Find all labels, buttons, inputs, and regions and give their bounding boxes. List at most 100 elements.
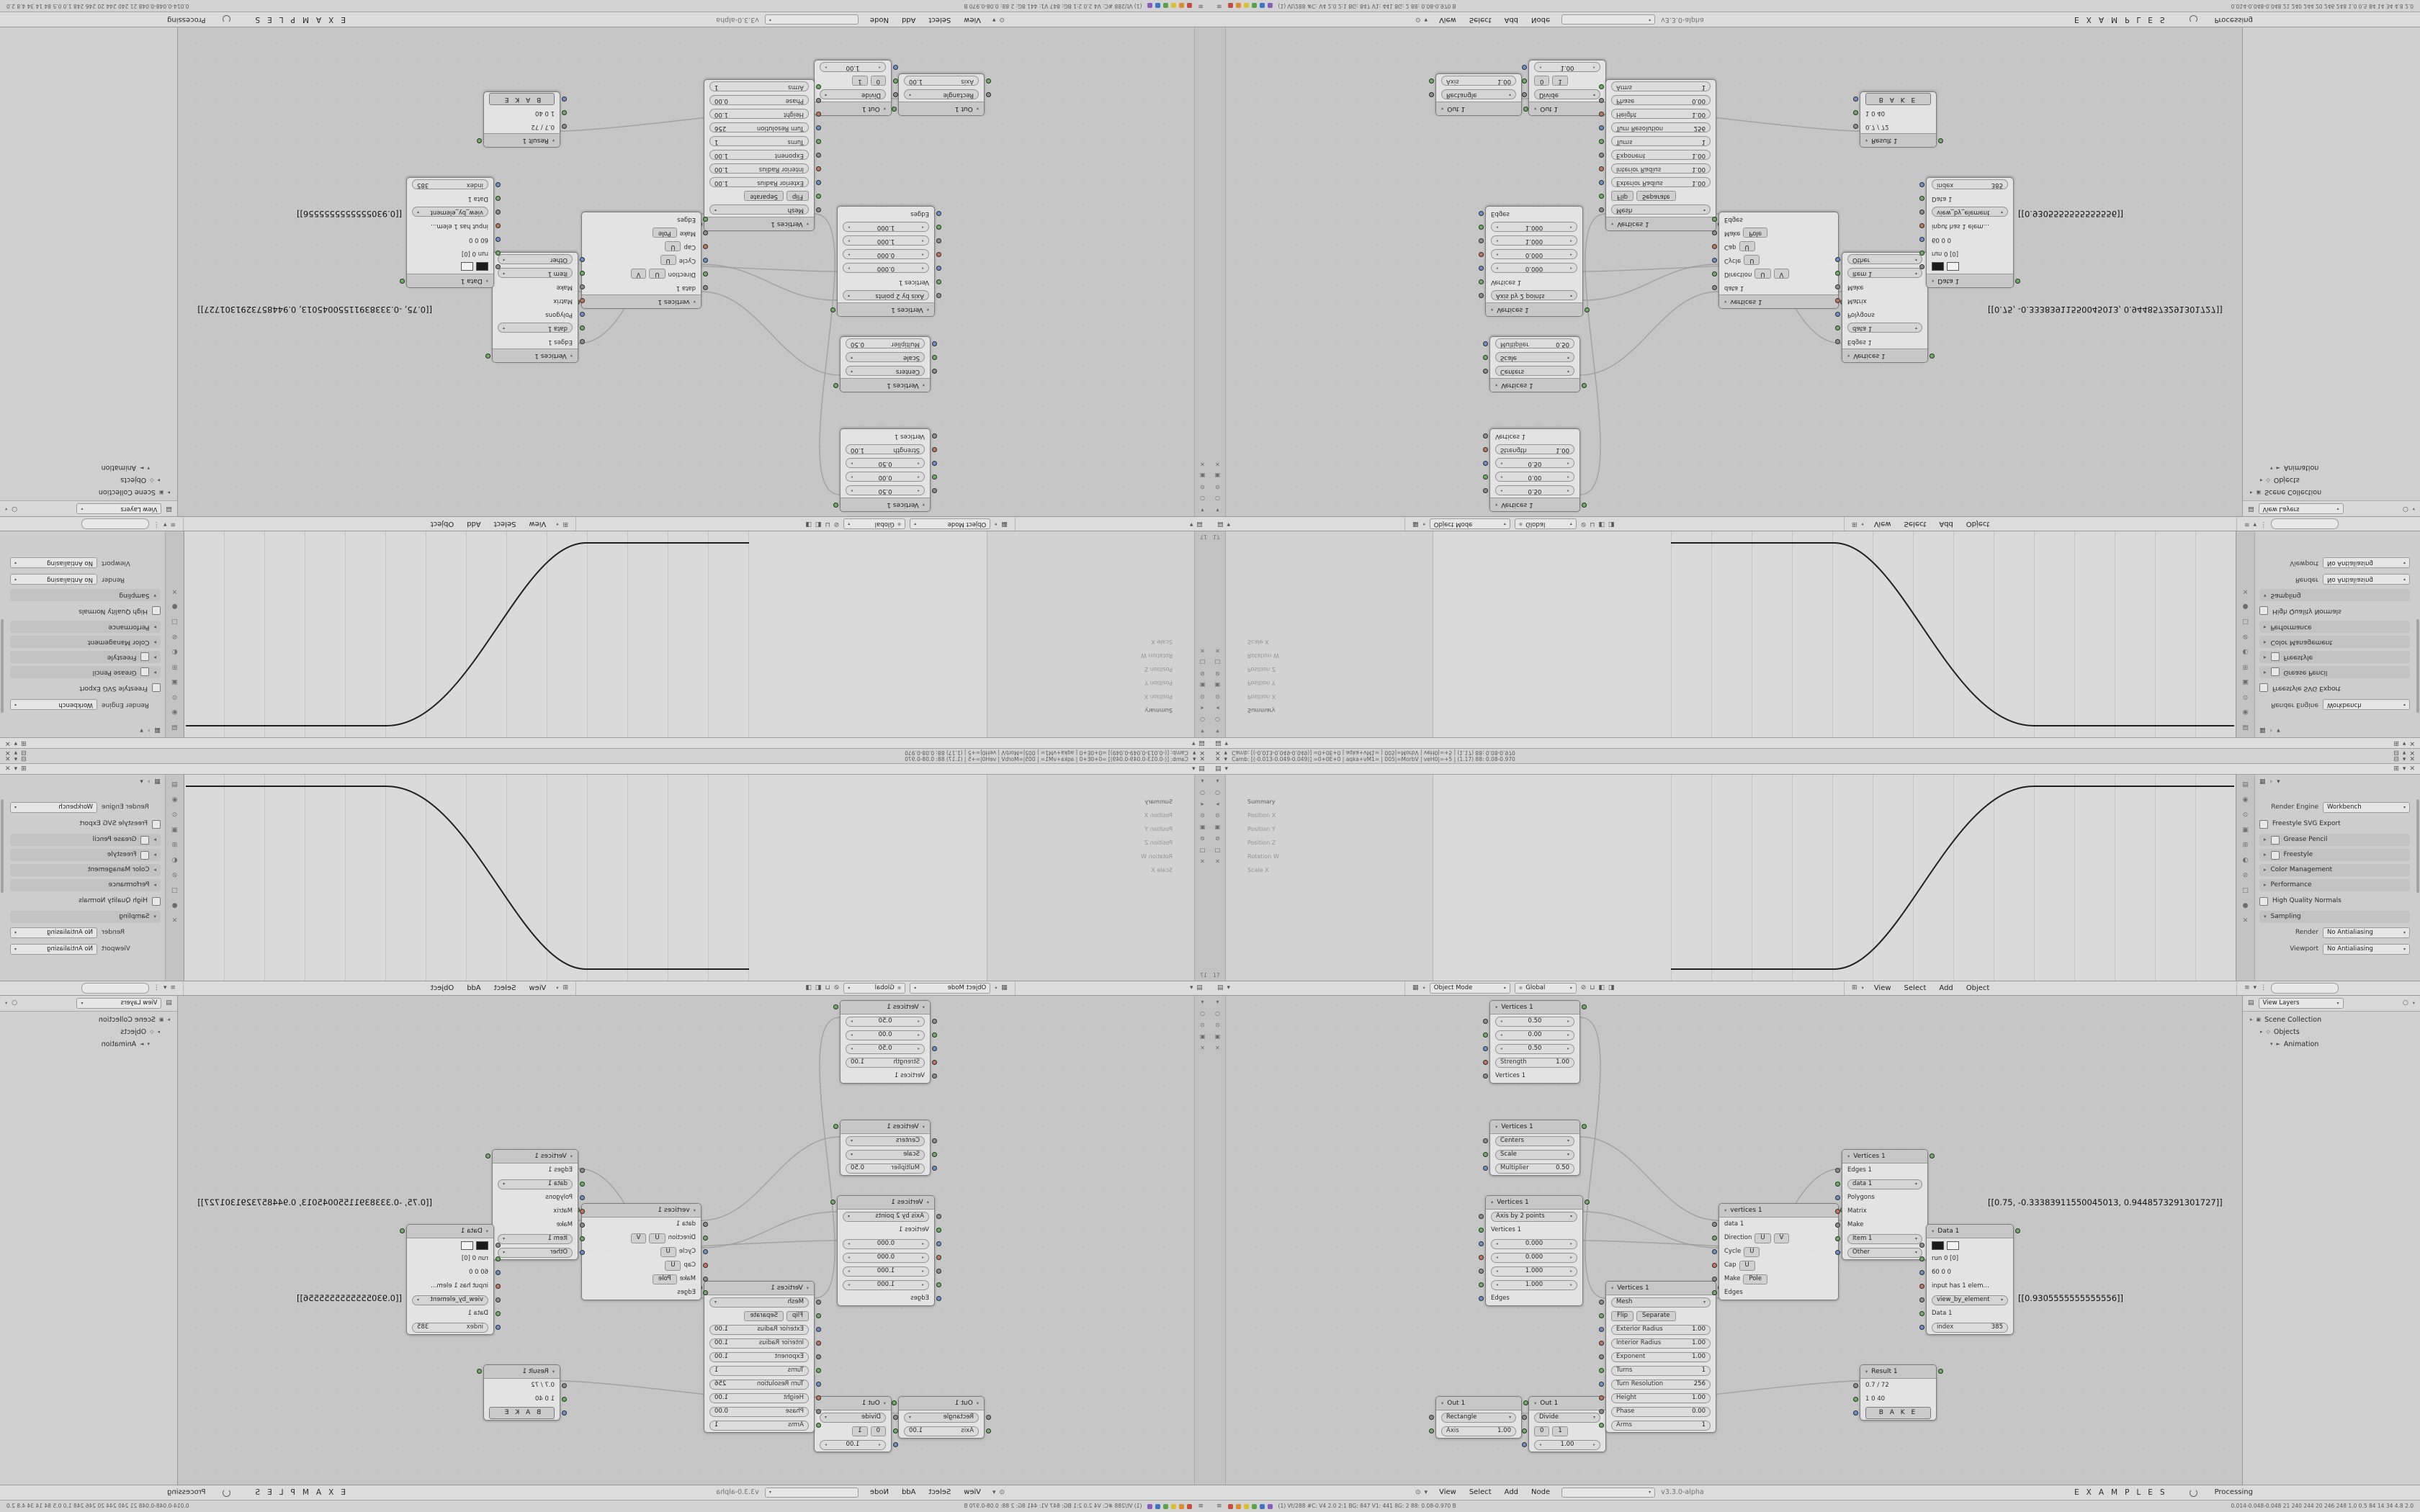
toggle-button[interactable]: Separate xyxy=(1636,191,1676,202)
snap-icon[interactable]: ⊘ xyxy=(1580,521,1587,528)
socket-output-icon[interactable] xyxy=(477,138,482,143)
socket-output-icon[interactable] xyxy=(830,307,835,312)
socket-input-icon[interactable] xyxy=(1479,266,1484,271)
icon[interactable]: ⊞ xyxy=(2393,739,2399,747)
socket-input-icon[interactable] xyxy=(703,285,708,290)
node-header[interactable]: ▾Vertices 1 xyxy=(1490,498,1587,511)
prop-row-sampling[interactable]: ▾Sampling xyxy=(10,589,161,601)
node-dropdown[interactable]: view_by_element▾ xyxy=(412,1295,488,1305)
tool-icon[interactable]: □ xyxy=(1214,847,1221,853)
scrollbar[interactable] xyxy=(1,619,4,713)
toggle-button[interactable]: U xyxy=(649,1233,666,1243)
toggle-button[interactable]: U xyxy=(1739,241,1755,252)
tool-icon[interactable]: □ xyxy=(1199,659,1206,665)
tool-icon[interactable]: ○ xyxy=(1215,716,1220,723)
node-header[interactable]: ▾Vertices 1 xyxy=(1486,1196,1590,1210)
tool-icon[interactable]: ⊙ xyxy=(1200,693,1205,700)
outliner-row-objects[interactable]: ▸◇Objects xyxy=(0,1026,177,1038)
node-dropdown[interactable]: Other▾ xyxy=(1847,1247,1922,1258)
properties-tab-icon[interactable]: ⊙ xyxy=(2242,693,2249,701)
prop-row-sampling[interactable]: ▾Sampling xyxy=(10,911,161,923)
decrement-icon[interactable]: ◂ xyxy=(921,1241,924,1246)
increment-icon[interactable]: ▸ xyxy=(851,474,853,480)
socket-input-icon[interactable] xyxy=(562,1397,567,1402)
node-dropdown[interactable]: Divide▾ xyxy=(1534,89,1600,100)
socket-output-icon[interactable] xyxy=(400,279,405,284)
socket-input-icon[interactable] xyxy=(1429,78,1434,84)
socket-input-icon[interactable] xyxy=(1483,355,1488,360)
menu-add[interactable]: Add xyxy=(1504,16,1519,24)
socket-input-icon[interactable] xyxy=(703,217,708,222)
socket-input-icon[interactable] xyxy=(932,355,937,360)
socket-input-icon[interactable] xyxy=(1599,1368,1604,1373)
swatch-light[interactable] xyxy=(461,1241,473,1250)
collapse-icon[interactable]: ▾ xyxy=(1865,138,1868,144)
node-number-field[interactable]: ◂0.000▸ xyxy=(1491,1252,1577,1263)
decrement-icon[interactable]: ◂ xyxy=(921,1268,924,1274)
properties-tab-icon[interactable]: ⊘ xyxy=(2242,872,2249,879)
swatch-light[interactable] xyxy=(461,262,473,271)
node-number-field[interactable]: ◂0.000▸ xyxy=(1491,1238,1577,1249)
checkbox[interactable] xyxy=(2270,652,2280,662)
chevron-down-icon[interactable]: ▾ xyxy=(1861,521,1864,527)
socket-input-icon[interactable] xyxy=(580,1209,585,1214)
properties-tab-icon[interactable]: ⊞ xyxy=(2242,663,2249,670)
increment-icon[interactable]: ▸ xyxy=(848,252,851,258)
graph-channel[interactable]: Position X xyxy=(1144,811,1173,819)
socket-input-icon[interactable] xyxy=(496,223,501,228)
snap-icon[interactable]: ⊔ xyxy=(1590,521,1595,528)
node-header[interactable]: ▾Vertices 1 xyxy=(1842,1150,1935,1164)
tool-icon[interactable]: ○ xyxy=(1200,716,1205,723)
socket-input-icon[interactable] xyxy=(1479,1228,1484,1233)
socket-input-icon[interactable] xyxy=(932,1032,937,1038)
node-number-field[interactable]: ◂1.000▸ xyxy=(1491,1266,1577,1277)
socket-input-icon[interactable] xyxy=(580,1182,585,1187)
toggle-button[interactable]: V xyxy=(1773,269,1790,279)
node-header[interactable]: ▾Data 1 xyxy=(400,1225,493,1238)
properties-tab-icon[interactable]: ⊘ xyxy=(2242,633,2249,640)
increment-icon[interactable]: ▸ xyxy=(848,1241,851,1246)
socket-input-icon[interactable] xyxy=(932,1046,937,1051)
filter-icon[interactable]: ▾ xyxy=(5,505,8,512)
socket-input-icon[interactable] xyxy=(1919,251,1924,256)
icon[interactable]: ≡ xyxy=(2244,984,2250,991)
decrement-icon[interactable]: ◂ xyxy=(1500,1045,1503,1051)
search-icon[interactable]: ○ xyxy=(2402,999,2408,1007)
snap-icon[interactable]: ◧ xyxy=(815,984,822,991)
toggle-button[interactable]: 1 xyxy=(852,1426,868,1436)
socket-output-icon[interactable] xyxy=(1930,1153,1935,1158)
tool-icon[interactable]: ⊘ xyxy=(1215,835,1220,842)
properties-tab-icon[interactable]: ● xyxy=(2242,603,2249,610)
socket-input-icon[interactable] xyxy=(1835,339,1840,344)
socket-input-icon[interactable] xyxy=(703,258,708,263)
graph-channel[interactable]: Summary xyxy=(1144,798,1173,805)
menu-select[interactable]: Select xyxy=(1469,16,1492,24)
editor-type-icon[interactable]: ⊞ xyxy=(563,984,568,991)
increment-icon[interactable]: ▸ xyxy=(851,1032,853,1038)
graph-channel[interactable]: Rotation W xyxy=(1247,852,1279,860)
collapse-icon[interactable]: ▾ xyxy=(806,1284,809,1291)
toggle-button[interactable]: U xyxy=(1739,1260,1755,1271)
socket-input-icon[interactable] xyxy=(496,237,501,242)
node-header[interactable]: ▾Result 1 xyxy=(1860,133,1943,147)
snap-icon[interactable]: ◧ xyxy=(815,521,822,528)
collapse-icon[interactable]: ▾ xyxy=(552,1368,555,1374)
socket-input-icon[interactable] xyxy=(936,1228,941,1233)
menu-add[interactable]: Add xyxy=(467,984,481,992)
prop-dropdown[interactable]: No Antialiasing▾ xyxy=(2323,944,2410,955)
node-number-field[interactable]: ◂1.000▸ xyxy=(843,235,929,246)
menu-node[interactable]: Node xyxy=(869,16,889,24)
socket-input-icon[interactable] xyxy=(580,1236,585,1241)
